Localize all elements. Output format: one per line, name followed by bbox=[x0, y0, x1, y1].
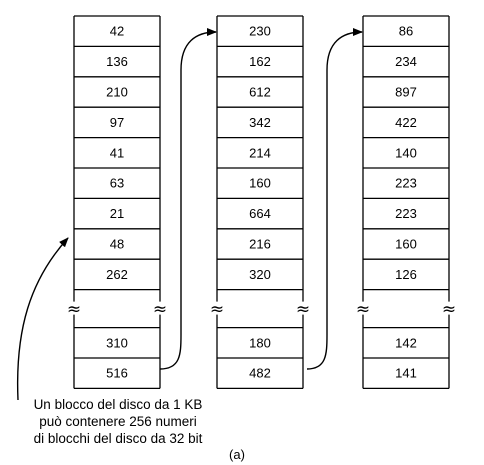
block-3-cell-8: 160 bbox=[395, 237, 417, 252]
block-2-cell-6: 160 bbox=[249, 176, 271, 191]
block-1-right-break-symbol: ≈ bbox=[153, 300, 167, 320]
block-1-cell-3: 210 bbox=[106, 85, 128, 100]
block-1-cell-2: 136 bbox=[106, 54, 128, 69]
block-2-left-break-symbol: ≈ bbox=[210, 300, 224, 320]
block-1-cell-4: 97 bbox=[110, 115, 124, 130]
block-3-cell-7: 223 bbox=[395, 206, 417, 221]
block-1-cell-5: 41 bbox=[110, 145, 124, 160]
block-1-cell-1: 42 bbox=[110, 24, 124, 39]
block-3-cell-4: 422 bbox=[395, 115, 417, 130]
block-1-left-break-symbol: ≈ bbox=[67, 300, 81, 320]
break-mask bbox=[298, 301, 308, 315]
block-2-cell-2: 162 bbox=[249, 54, 271, 69]
block-3-right-break-symbol: ≈ bbox=[442, 300, 456, 320]
block-2-cell-5: 214 bbox=[249, 145, 271, 160]
block-3-bottom-cell-1: 142 bbox=[395, 335, 417, 350]
block-1-bottom-cell-2: 516 bbox=[106, 366, 128, 381]
block-2-cell-3: 612 bbox=[249, 85, 271, 100]
break-mask bbox=[358, 301, 368, 315]
block-1-cell-8: 48 bbox=[110, 237, 124, 252]
caption-line-1: Un blocco del disco da 1 KB bbox=[34, 397, 203, 412]
break-mask bbox=[212, 301, 222, 315]
block-3-cell-6: 223 bbox=[395, 176, 417, 191]
block-1-cell-6: 63 bbox=[110, 176, 124, 191]
block-1-cell-9: 262 bbox=[106, 267, 128, 282]
block-2-bottom-cell-2: 482 bbox=[249, 366, 271, 381]
block-3-cell-1: 86 bbox=[399, 24, 413, 39]
block-1-cell-7: 21 bbox=[110, 206, 124, 221]
pointer-arrow-2-to-3 bbox=[306, 28, 363, 370]
block-2-bottom-cell-1: 180 bbox=[249, 335, 271, 350]
pointer-arrow-1-to-2 bbox=[159, 28, 217, 370]
block-2-cell-8: 216 bbox=[249, 237, 271, 252]
break-mask bbox=[155, 301, 165, 315]
break-mask bbox=[444, 301, 454, 315]
block-2-right-break-symbol: ≈ bbox=[296, 300, 310, 320]
block-3-bottom-cell-2: 141 bbox=[395, 366, 417, 381]
figure-label: (a) bbox=[229, 447, 245, 462]
block-2-cell-9: 320 bbox=[249, 267, 271, 282]
block-3-cell-5: 140 bbox=[395, 145, 417, 160]
caption-line-3: di blocchi del disco da 32 bit bbox=[34, 431, 203, 446]
block-3-cell-2: 234 bbox=[395, 54, 417, 69]
block-1-bottom-cell-1: 310 bbox=[106, 335, 128, 350]
caption-line-2: può contenere 256 numeri bbox=[39, 414, 197, 429]
caption-arrow bbox=[16, 237, 69, 401]
block-2-cell-4: 342 bbox=[249, 115, 271, 130]
block-columns: 42 136 210 97 41 63 21 48 262 310 516 ≈ ≈230 162 612 34… bbox=[67, 15, 456, 390]
block-3-cell-9: 126 bbox=[395, 267, 417, 282]
block-3-left-break-symbol: ≈ bbox=[356, 300, 370, 320]
break-mask bbox=[69, 301, 79, 315]
block-2-cell-7: 664 bbox=[249, 206, 271, 221]
block-2-cell-1: 230 bbox=[249, 24, 271, 39]
block-3-cell-3: 897 bbox=[395, 85, 417, 100]
